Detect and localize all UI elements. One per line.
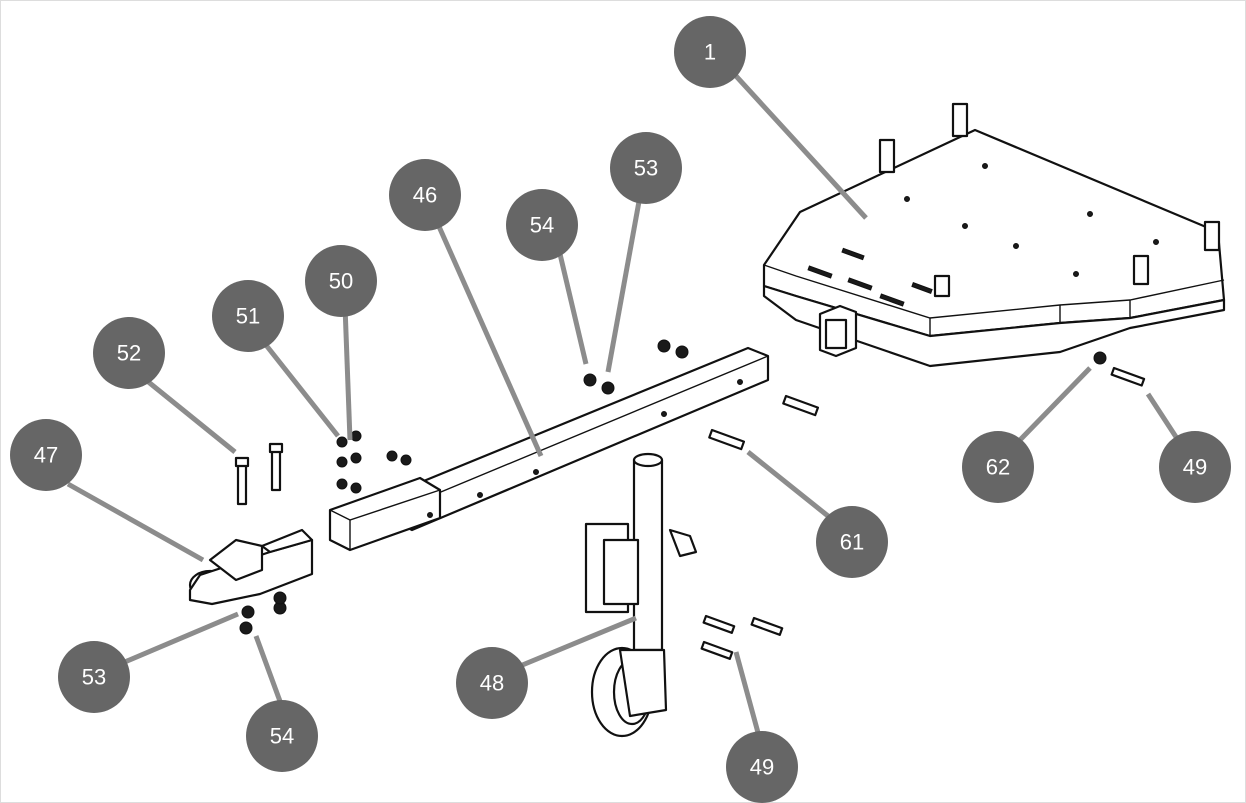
tongue-tube — [328, 346, 770, 552]
callout-label: 52 — [117, 341, 141, 366]
callout-48: 48 — [456, 647, 528, 719]
hardware — [234, 339, 1146, 660]
callout-49-bottom: 49 — [726, 731, 798, 803]
callout-label: 49 — [750, 755, 774, 780]
callout-label: 51 — [236, 304, 260, 329]
callout-label: 62 — [986, 455, 1010, 480]
callout-54-bottom: 54 — [246, 700, 318, 772]
callout-52: 52 — [93, 317, 165, 389]
callout-54-top: 54 — [506, 189, 578, 261]
callout-label: 46 — [413, 183, 437, 208]
callout-label: 1 — [704, 40, 716, 65]
callout-50: 50 — [305, 245, 377, 317]
deck-plate — [762, 102, 1226, 368]
leader-lines — [66, 74, 1181, 741]
callout-61: 61 — [816, 506, 888, 578]
callout-label: 47 — [34, 443, 58, 468]
callout-62: 62 — [962, 431, 1034, 503]
callout-1: 1 — [674, 16, 746, 88]
callout-47: 47 — [10, 419, 82, 491]
callout-53-bottom: 53 — [58, 641, 130, 713]
callout-51: 51 — [212, 280, 284, 352]
callout-label: 50 — [329, 269, 353, 294]
callout-label: 53 — [82, 665, 106, 690]
callout-label: 54 — [530, 213, 554, 238]
callout-46: 46 — [389, 159, 461, 231]
callout-label: 61 — [840, 530, 864, 555]
callout-label: 48 — [480, 671, 504, 696]
tongue-jack — [584, 452, 698, 738]
coupler — [188, 528, 314, 606]
callout-53-top: 53 — [610, 132, 682, 204]
callout-label: 54 — [270, 724, 294, 749]
callout-label: 49 — [1183, 455, 1207, 480]
callout-label: 53 — [634, 156, 658, 181]
callout-49-right: 49 — [1159, 431, 1231, 503]
